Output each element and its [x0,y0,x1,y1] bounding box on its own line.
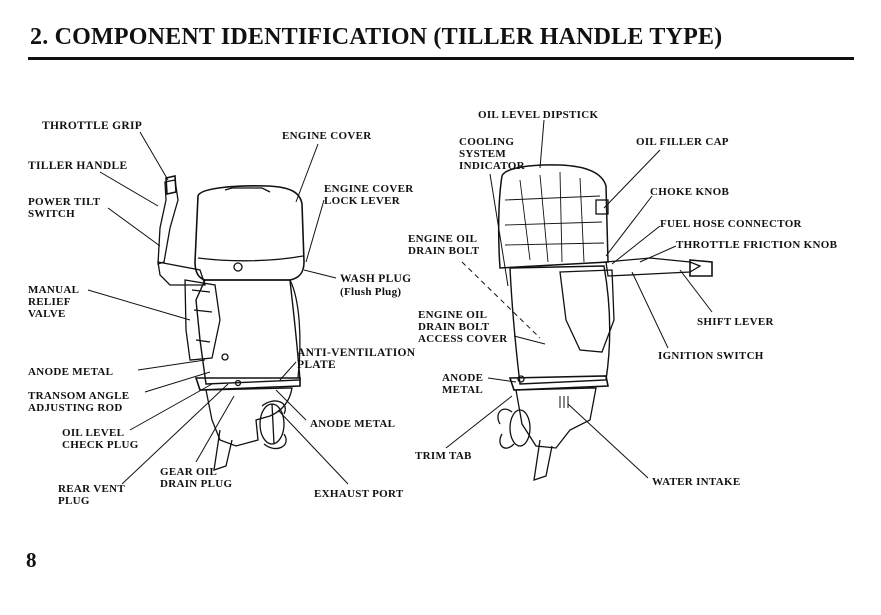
label-wash-plug-sub: (Flush Plug) [340,286,402,298]
label-tiller-handle: TILLER HANDLE [28,160,128,172]
label-anode-metal-left: ANODE METAL [28,366,114,378]
left-skeg [213,429,233,471]
right-throttle-grip [689,259,713,277]
leader-tiller-handle [99,171,159,207]
leader-cooling-indicator [489,173,509,287]
label-anode-metal-right: ANODE METAL [442,372,484,396]
page-title: 2. COMPONENT IDENTIFICATION (TILLER HAND… [30,24,723,50]
label-engine-cover: ENGINE COVER [282,130,372,142]
leader-rear-vent-plug [121,383,229,485]
label-choke-knob: CHOKE KNOB [650,186,730,198]
label-wash-plug: WASH PLUG [340,273,412,285]
left-bracket-detail [191,289,213,343]
leader-engine-cover [295,143,319,203]
leader-engine-oil-drain [461,261,541,339]
label-oil-filler-cap: OIL FILLER CAP [636,136,729,148]
leader-anti-ventilation [279,361,297,381]
right-transom-bracket [559,269,615,353]
right-outboard-motor [497,164,713,481]
leader-choke-knob [605,195,653,257]
leader-access-cover [513,335,546,345]
right-gearcase [515,387,597,449]
leader-water-intake [567,403,649,479]
left-midsection-curve [289,279,301,379]
left-throttle-grip [165,175,177,195]
leader-exhaust-port [277,409,349,485]
label-throttle-grip: THROTTLE GRIP [42,120,143,132]
label-engine-oil-drain-bolt: ENGINE OIL DRAIN BOLT [408,233,480,257]
leader-trim-tab [445,395,513,449]
right-midsection [509,265,611,385]
label-gear-oil-drain-plug: GEAR OIL DRAIN PLUG [160,466,233,490]
left-anode-dot [221,353,229,361]
leader-anode-metal-left [137,359,206,371]
label-cooling-system-indicator: COOLING SYSTEM INDICATOR [459,136,525,172]
label-ignition-switch: IGNITION SWITCH [658,350,764,362]
leader-anode-metal-mid [275,389,307,421]
left-cover-parting-line [197,255,304,262]
label-power-tilt-switch: POWER TILT SWITCH [28,196,101,220]
right-water-intake-grille [559,396,569,408]
left-anode-dot-2 [234,379,242,387]
leader-gear-oil-drain [195,395,235,463]
leader-oil-filler-cap [603,149,661,209]
label-transom-angle-adjusting-rod: TRANSOM ANGLE ADJUSTING ROD [28,390,130,414]
label-water-intake: WATER INTAKE [652,476,741,488]
page-number: 8 [26,548,37,572]
right-tiller-handle [605,257,702,277]
leader-throttle-friction [639,245,677,263]
label-oil-level-check-plug: OIL LEVEL CHECK PLUG [62,427,139,451]
label-exhaust-port: EXHAUST PORT [314,488,404,500]
right-propeller [497,408,531,449]
label-manual-relief-valve: MANUAL RELIEF VALVE [28,284,80,320]
label-trim-tab: TRIM TAB [415,450,472,462]
right-skeg [533,439,553,481]
leader-cover-lock [305,199,325,263]
leader-fuel-hose [611,225,661,265]
leader-ignition-switch [631,271,669,349]
right-powerhead-detail-2 [504,195,605,246]
leader-lines [87,119,713,485]
label-shift-lever: SHIFT LEVER [697,316,774,328]
leader-shift-lever [679,269,713,313]
leader-power-tilt-switch [107,207,161,247]
left-outboard-motor [157,175,305,471]
label-anti-ventilation-plate: ANTI-VENTILATION PLATE [297,347,416,371]
leader-throttle-grip [139,131,169,181]
left-propeller [259,400,287,450]
left-midsection [195,279,301,385]
label-rear-vent-plug: REAR VENT PLUG [58,483,125,507]
right-oil-filler-cap-shape [595,199,609,215]
left-anti-ventilation-plate [194,377,301,391]
left-gearcase [205,387,293,447]
leader-wash-plug [303,269,337,279]
left-cover-top-detail [224,187,271,193]
right-anti-ventilation-plate [508,375,609,391]
right-anode-dot [517,375,525,383]
leader-manual-relief-valve [87,289,191,321]
right-powerhead-detail-1 [519,171,585,263]
label-engine-cover-lock-lever: ENGINE COVER LOCK LEVER [324,183,414,207]
leader-oil-level-plug [129,383,213,431]
label-anode-metal-mid: ANODE METAL [310,418,396,430]
left-engine-cover [194,185,305,281]
leader-transom-rod [144,371,211,393]
left-transom-bracket [184,279,221,361]
leader-dipstick [539,119,545,169]
label-oil-level-dipstick: OIL LEVEL DIPSTICK [478,109,599,121]
label-fuel-hose-connector: FUEL HOSE CONNECTOR [660,218,802,230]
label-engine-oil-drain-bolt-access-cover: ENGINE OIL DRAIN BOLT ACCESS COVER [418,309,508,345]
right-powerhead [497,164,609,269]
left-plug-dot [233,262,243,272]
label-throttle-friction-knob: THROTTLE FRICTION KNOB [676,239,838,251]
left-tiller-base [157,261,206,286]
leader-anode-right [487,377,517,383]
title-rule [28,57,854,60]
